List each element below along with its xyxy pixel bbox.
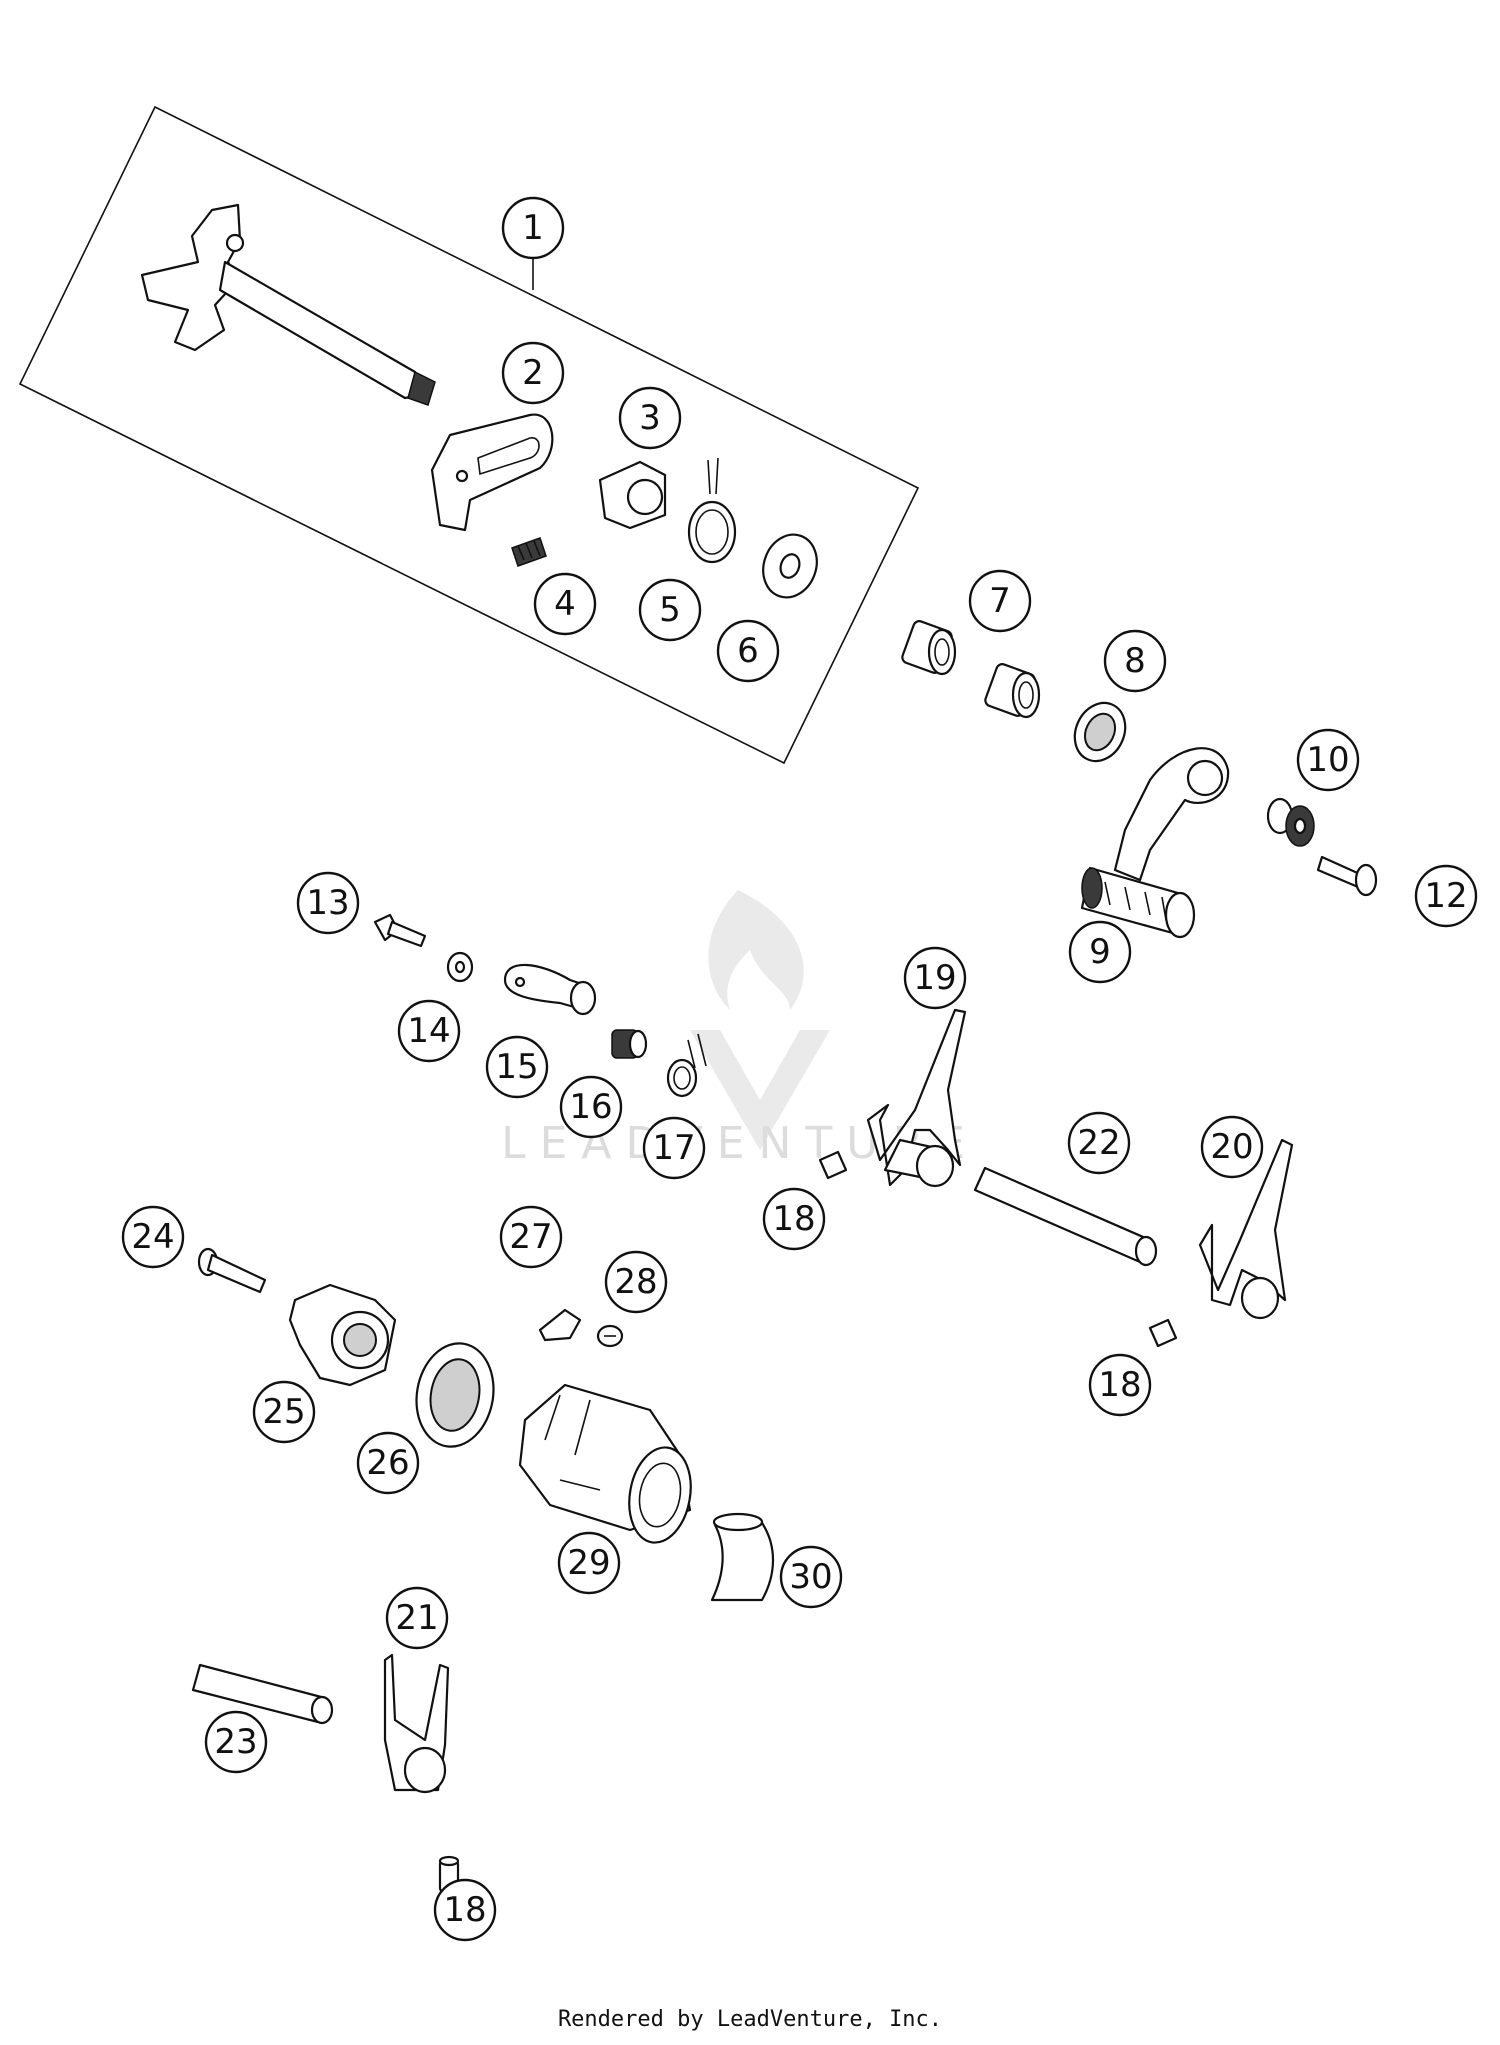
bushing-7b <box>984 663 1041 719</box>
callout-23: 23 <box>204 1710 268 1774</box>
callout-25: 25 <box>252 1380 316 1444</box>
callout-label: 12 <box>1424 876 1467 916</box>
shift-lever <box>1080 747 1230 939</box>
return-spring <box>687 457 737 564</box>
callout-label: 18 <box>772 1199 815 1239</box>
assembly-group-box <box>18 105 920 765</box>
callout-6: 6 <box>716 619 780 683</box>
callout-3: 3 <box>618 386 682 450</box>
callout-27: 27 <box>499 1205 563 1269</box>
callout-18: 18 <box>433 1878 497 1942</box>
callout-20: 20 <box>1200 1115 1264 1179</box>
detent-lever <box>503 963 597 1016</box>
callout-29: 29 <box>557 1531 621 1595</box>
callout-1: 1 <box>501 196 565 260</box>
shift-shaft <box>140 203 436 406</box>
shift-fork-20 <box>1198 1138 1294 1320</box>
callout-12: 12 <box>1414 864 1478 928</box>
callout-label: 16 <box>569 1087 612 1127</box>
pin-18a <box>818 1150 848 1180</box>
washer-6 <box>762 533 818 599</box>
screw-28 <box>596 1324 624 1348</box>
callout-16: 16 <box>559 1075 623 1139</box>
callout-label: 4 <box>554 584 576 624</box>
bushing-7a <box>901 620 957 676</box>
callout-label: 19 <box>913 958 956 998</box>
bolt-13 <box>373 913 427 948</box>
callout-label: 24 <box>131 1217 174 1257</box>
callout-label: 2 <box>522 353 544 393</box>
pin-18b <box>1148 1318 1178 1348</box>
callout-18: 18 <box>1088 1353 1152 1417</box>
callout-label: 7 <box>989 581 1011 621</box>
callout-label: 20 <box>1210 1127 1253 1167</box>
roller-16 <box>611 1029 648 1059</box>
callout-label: 27 <box>509 1217 552 1257</box>
shift-rod-23 <box>191 1663 334 1725</box>
bushing-30 <box>710 1512 775 1602</box>
callout-28: 28 <box>604 1250 668 1314</box>
shift-guide <box>598 460 667 530</box>
callout-label: 23 <box>214 1722 257 1762</box>
callout-label: 9 <box>1089 932 1111 972</box>
callout-label: 21 <box>395 1598 438 1638</box>
callout-13: 13 <box>296 871 360 935</box>
callout-label: 1 <box>522 208 544 248</box>
callout-4: 4 <box>533 572 597 636</box>
oil-seal-8 <box>1073 701 1127 763</box>
callout-label: 29 <box>567 1543 610 1583</box>
callout-26: 26 <box>356 1431 420 1495</box>
callout-label: 18 <box>1098 1365 1141 1405</box>
callout-label: 25 <box>262 1392 305 1432</box>
callout-label: 30 <box>789 1557 832 1597</box>
callout-18: 18 <box>762 1187 826 1251</box>
bolt-12 <box>1316 855 1378 897</box>
callout-15: 15 <box>485 1035 549 1099</box>
callout-label: 10 <box>1306 740 1349 780</box>
callout-7: 7 <box>968 569 1032 633</box>
callout-label: 5 <box>659 590 681 630</box>
callout-label: 6 <box>737 631 759 671</box>
callout-22: 22 <box>1067 1111 1131 1175</box>
detent-spring-17 <box>666 1033 707 1098</box>
shift-drum <box>518 1383 692 1544</box>
callout-19: 19 <box>903 946 967 1010</box>
callout-label: 8 <box>1124 641 1146 681</box>
callout-label: 26 <box>366 1443 409 1483</box>
callout-21: 21 <box>385 1586 449 1650</box>
lock-washer-10 <box>1266 797 1315 847</box>
locking-plate-27 <box>538 1308 582 1342</box>
callout-label: 22 <box>1077 1123 1120 1163</box>
callout-14: 14 <box>397 999 461 1063</box>
callout-label: 3 <box>639 398 661 438</box>
callout-30: 30 <box>779 1545 843 1609</box>
shift-fork-19 <box>866 1008 967 1188</box>
callout-2: 2 <box>501 341 565 405</box>
callout-label: 17 <box>652 1128 695 1168</box>
shift-fork-21 <box>383 1653 450 1794</box>
shift-drum-star <box>288 1283 397 1387</box>
washer-14 <box>446 951 474 983</box>
bearing-26 <box>415 1342 495 1448</box>
callout-label: 13 <box>306 883 349 923</box>
callout-label: 15 <box>495 1047 538 1087</box>
shift-plate <box>430 413 554 532</box>
footer-credit: Rendered by LeadVenture, Inc. <box>557 2007 943 2032</box>
callout-10: 10 <box>1296 728 1360 792</box>
bolt-24 <box>197 1247 267 1294</box>
callout-24: 24 <box>121 1205 185 1269</box>
callout-label: 14 <box>407 1011 450 1051</box>
shift-rod-22 <box>973 1166 1158 1267</box>
callout-label: 28 <box>614 1262 657 1302</box>
callout-5: 5 <box>638 578 702 642</box>
callout-17: 17 <box>642 1116 706 1180</box>
callout-label: 18 <box>443 1890 486 1930</box>
callout-9: 9 <box>1068 920 1132 984</box>
callout-8: 8 <box>1103 629 1167 693</box>
detent-spring <box>511 537 547 567</box>
